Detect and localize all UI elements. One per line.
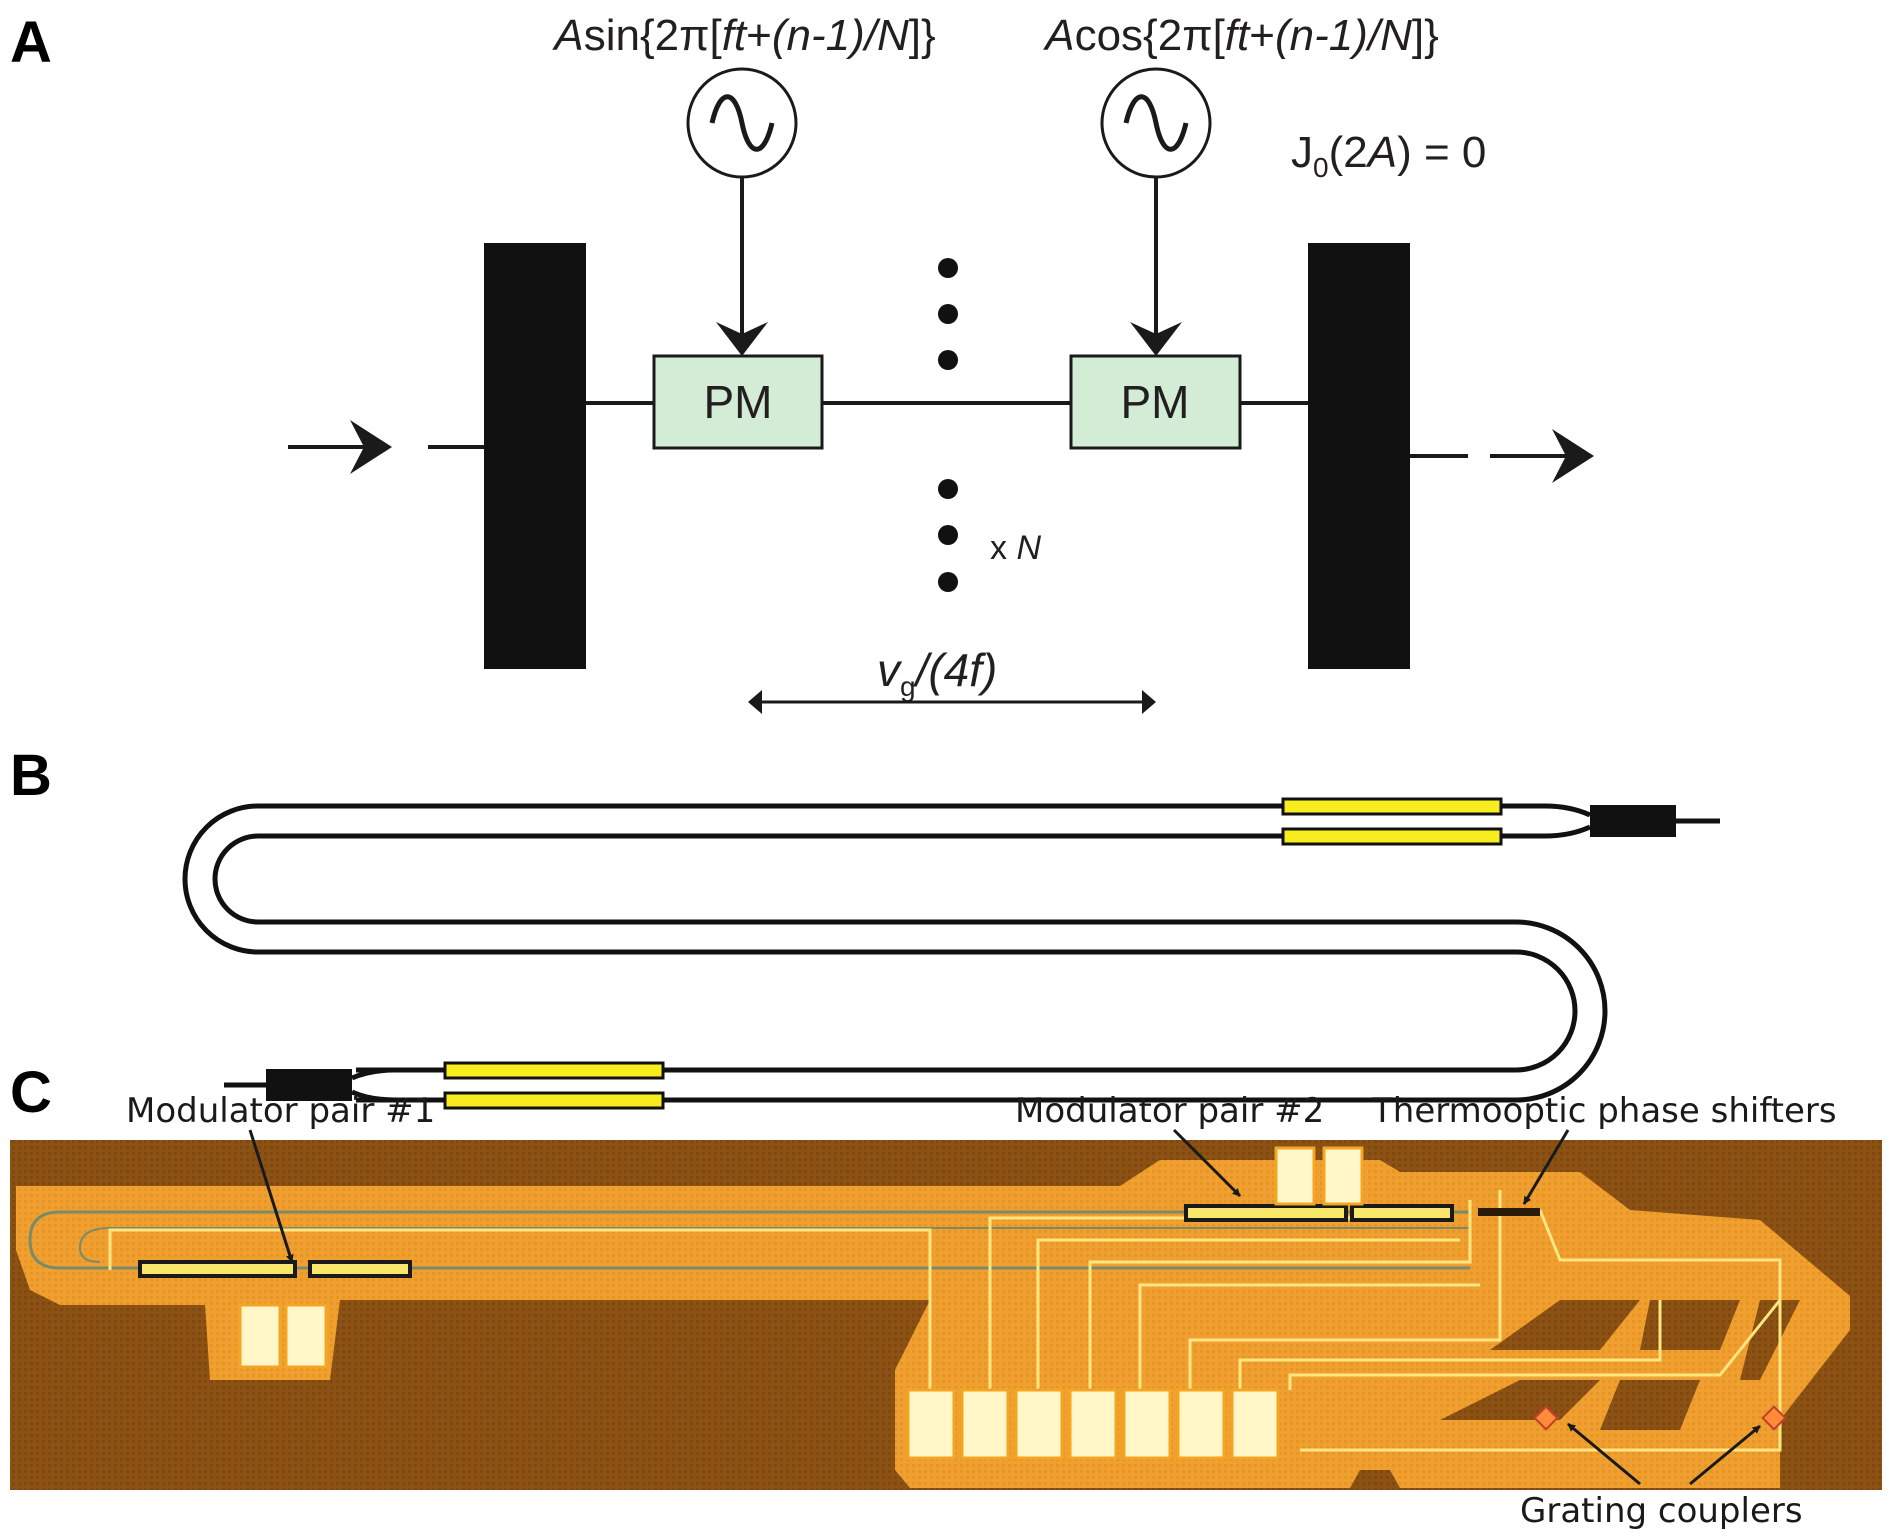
arrowhead-icon — [350, 420, 392, 474]
waveguide — [350, 1067, 445, 1081]
annotation-modulator-pair-1: Modulator pair #1 — [126, 1091, 435, 1131]
repeat-label: x N — [990, 529, 1041, 567]
panel-b: B — [10, 743, 1720, 1110]
arrowhead-icon — [716, 322, 768, 356]
phase-modulator-right: PM — [1069, 354, 1242, 450]
coupler — [1590, 805, 1676, 837]
arrowhead-icon — [1552, 429, 1594, 483]
spacing-label: vg/(4f) — [877, 644, 997, 702]
panel-c: C Modulator pair #1 Modulator pair #2 Th… — [10, 1060, 1882, 1531]
annotation-arrow — [1689, 1424, 1761, 1486]
annotation-thermooptic: Thermooptic phase shifters — [1371, 1091, 1837, 1131]
panel-a: A Asin{2π[ft+(n-1)/N]} Acos{2π[ft+(n-1)/… — [10, 10, 1594, 714]
annotation-arrow — [1522, 1129, 1570, 1205]
svg-text:PM: PM — [704, 376, 773, 428]
output-coupler — [1308, 243, 1410, 669]
waveguide — [350, 1089, 445, 1103]
arrowhead-icon — [1142, 690, 1156, 714]
phase-modulator-left: PM — [652, 354, 824, 450]
ellipsis-dots — [938, 258, 958, 592]
electrode — [443, 1061, 665, 1080]
panel-b-label: B — [10, 743, 52, 808]
electrode — [1281, 827, 1503, 846]
sine-wave-source-icon — [686, 67, 798, 179]
sine-wave-source-icon — [1100, 67, 1212, 179]
electrode — [443, 1091, 665, 1110]
folded-waveguide-outer — [182, 803, 1578, 1073]
folded-waveguide-inner — [212, 833, 1608, 1103]
annotation-arrow — [1172, 1128, 1242, 1198]
chip-micrograph — [10, 1140, 1882, 1490]
coupler — [266, 1069, 352, 1101]
panel-c-label: C — [10, 1060, 52, 1125]
signal-left-formula: Asin{2π[ft+(n-1)/N]} — [551, 11, 935, 60]
signal-right-formula: Acos{2π[ft+(n-1)/N]} — [1042, 11, 1439, 60]
arrowhead-icon — [1130, 322, 1182, 356]
annotation-grating-couplers: Grating couplers — [1520, 1491, 1803, 1531]
svg-text:PM: PM — [1121, 376, 1190, 428]
waveguide — [1500, 803, 1592, 818]
arrowhead-icon — [748, 690, 762, 714]
panel-a-label: A — [10, 10, 52, 75]
bessel-condition: J0(2A) = 0 — [1291, 128, 1486, 183]
input-coupler — [484, 243, 586, 669]
waveguide — [1500, 824, 1592, 839]
electrode — [1281, 797, 1503, 816]
annotation-arrow — [248, 1129, 294, 1263]
annotation-modulator-pair-2: Modulator pair #2 — [1015, 1091, 1324, 1131]
annotation-arrow — [1567, 1422, 1641, 1486]
